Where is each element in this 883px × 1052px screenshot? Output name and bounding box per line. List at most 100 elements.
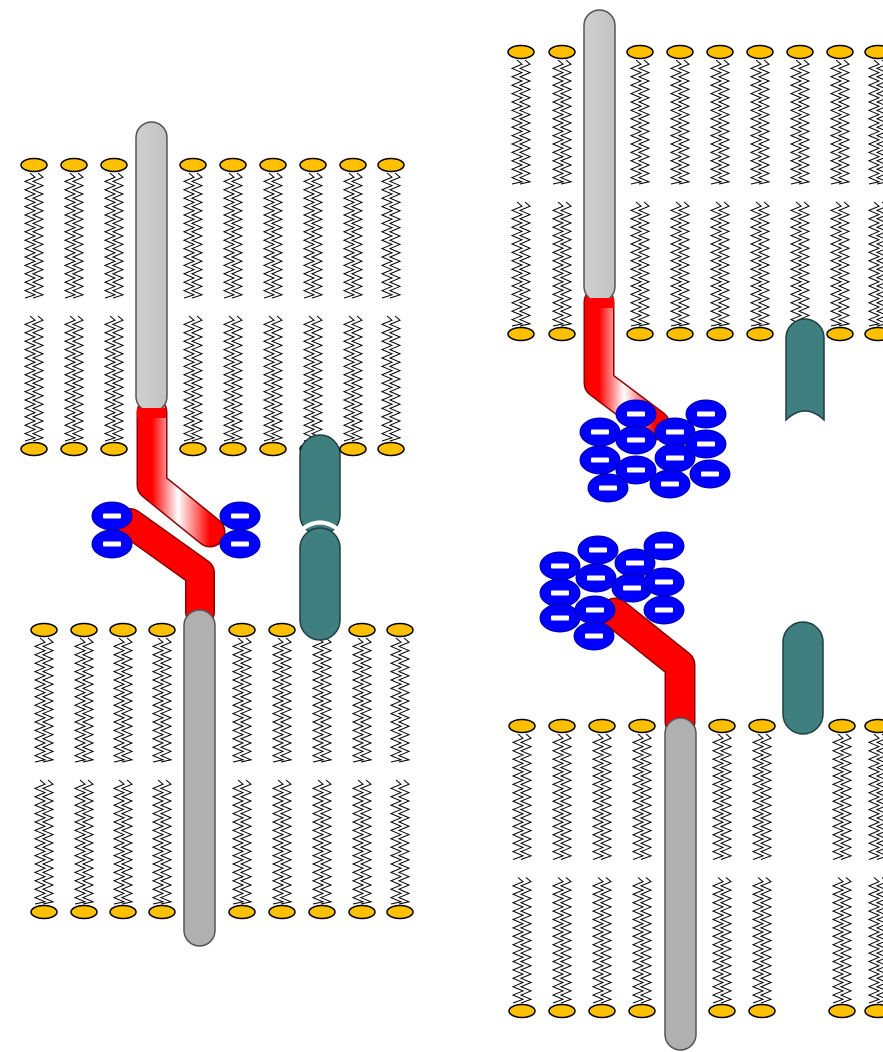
- lipid-tail: [551, 59, 565, 185]
- channel-segment: [299, 527, 341, 641]
- lipid-tail: [559, 201, 573, 327]
- lipid-tail: [867, 877, 881, 1004]
- lipid-head: [20, 157, 48, 173]
- negative-charge-icon: [615, 455, 657, 485]
- lipid-tail: [73, 637, 87, 763]
- negative-charge-icon: [91, 501, 133, 531]
- lipid-tail: [311, 637, 325, 763]
- lipid-tail: [397, 779, 411, 905]
- phospholipid-icon: [20, 157, 48, 457]
- lipid-tail: [319, 779, 333, 905]
- negative-charge-icon: [539, 603, 581, 633]
- lipid-head: [30, 904, 58, 920]
- negative-charge-icon: [615, 399, 657, 429]
- helix-red-segment: [116, 509, 214, 626]
- lipid-tail: [719, 733, 733, 860]
- lipid-head: [746, 44, 774, 60]
- minus-sign: [627, 467, 645, 473]
- lipid-tail: [511, 733, 525, 860]
- lipid-head: [706, 326, 734, 342]
- lipid-tail: [717, 201, 731, 327]
- lipid-tail: [120, 637, 134, 763]
- minus-sign: [627, 437, 645, 443]
- phospholipid-icon: [386, 622, 414, 920]
- lipid-tail: [230, 315, 244, 442]
- minus-sign: [655, 543, 673, 549]
- negative-charge-icon: [573, 621, 615, 651]
- lipid-tail: [262, 172, 276, 299]
- lipid-tail: [71, 172, 85, 299]
- lipid-tail: [319, 637, 333, 763]
- lipid-tail: [310, 172, 324, 299]
- lipid-tail: [629, 201, 643, 327]
- lipid-tail: [151, 637, 165, 763]
- lipid-head: [864, 326, 883, 342]
- lipid-tail: [350, 315, 364, 442]
- lipid-tail: [73, 779, 87, 905]
- helix-gray-segment: [135, 121, 168, 413]
- phospholipid-icon: [377, 157, 405, 457]
- lipid-tail: [757, 59, 771, 185]
- lipid-tail: [222, 315, 236, 442]
- lipid-tail: [677, 59, 691, 185]
- lipid-tail: [797, 59, 811, 185]
- lipid-head: [228, 622, 256, 638]
- phospholipid-icon: [864, 44, 883, 342]
- lipid-head: [100, 441, 128, 457]
- lipid-tail: [599, 733, 613, 860]
- minus-sign: [103, 541, 121, 547]
- phospholipid-icon: [308, 622, 336, 920]
- lipid-tail: [351, 779, 365, 905]
- lipid-tail: [33, 637, 47, 763]
- phospholipid-icon: [508, 718, 536, 1019]
- minus-sign: [231, 513, 249, 519]
- lipid-tail: [837, 201, 851, 327]
- minus-sign: [586, 607, 604, 613]
- lipid-bilayer-right-upper: [507, 44, 883, 342]
- lipid-head: [548, 44, 576, 60]
- lipid-tail: [559, 59, 573, 185]
- lipid-head: [708, 1003, 736, 1019]
- minus-sign: [666, 429, 684, 435]
- lipid-tail: [559, 877, 573, 1004]
- phospholipid-icon: [628, 718, 656, 1019]
- lipid-tail: [829, 201, 843, 327]
- lipid-bilayer-left-lower: [30, 622, 414, 920]
- lipid-tail: [270, 172, 284, 299]
- helix-red-segment: [601, 599, 694, 736]
- lipid-tail: [717, 59, 731, 185]
- phospholipid-icon: [179, 157, 207, 457]
- phospholipid-icon: [268, 622, 296, 920]
- lipid-head: [628, 718, 656, 734]
- lipid-tail: [389, 637, 403, 763]
- lipid-tail: [510, 59, 524, 185]
- phospholipid-icon: [348, 622, 376, 920]
- lipid-head: [348, 904, 376, 920]
- negative-charge-icon: [219, 529, 261, 559]
- lipid-tail: [182, 315, 196, 442]
- lipid-tail: [33, 779, 47, 905]
- lipid-tail: [111, 315, 125, 442]
- lipid-head: [386, 904, 414, 920]
- lipid-head: [268, 904, 296, 920]
- lipid-head: [348, 622, 376, 638]
- lipid-tail: [511, 877, 525, 1004]
- lipid-head: [299, 157, 327, 173]
- minus-sign: [231, 541, 249, 547]
- lipid-bilayer-right-lower: [508, 718, 883, 1019]
- phospholipid-icon: [588, 718, 616, 1019]
- lipid-tail: [711, 877, 725, 1004]
- lipid-tail: [797, 201, 811, 327]
- negative-charge-cluster-left: [91, 501, 261, 559]
- lipid-tail: [81, 637, 95, 763]
- channel-segment: [782, 621, 824, 735]
- lipid-tail: [757, 201, 771, 327]
- lipid-tail: [397, 637, 411, 763]
- minus-sign: [103, 513, 121, 519]
- lipid-tail: [669, 201, 683, 327]
- lipid-tail: [831, 733, 845, 860]
- lipid-tail: [749, 201, 763, 327]
- lipid-tail: [271, 779, 285, 905]
- minus-sign: [626, 560, 644, 566]
- helix-red-segment: [138, 398, 224, 546]
